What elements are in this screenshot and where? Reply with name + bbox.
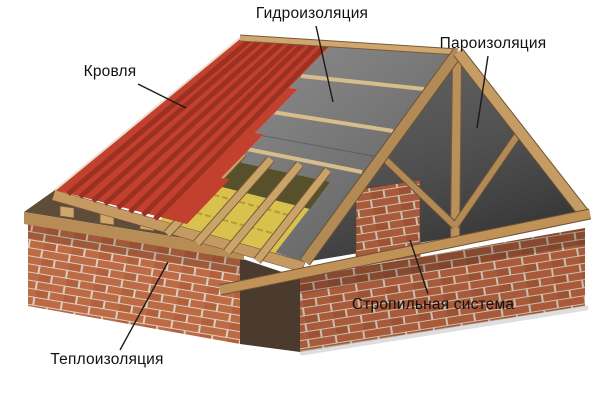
leader-line-roofing xyxy=(137,83,187,109)
ridge-board xyxy=(239,34,459,56)
right-wall-shadow xyxy=(300,228,585,294)
front-wall-shadow xyxy=(28,222,240,274)
front-wall-face xyxy=(28,222,240,344)
king-post xyxy=(450,59,462,243)
label-waterproofing: Гидроизоляция xyxy=(255,5,369,22)
label-roofing: Кровля xyxy=(83,63,137,80)
label-rafter-system: Стропильная система xyxy=(351,296,515,313)
brick-pier xyxy=(355,179,421,269)
brick-wall-right xyxy=(299,228,589,356)
wall-plate-beam xyxy=(24,212,244,260)
insulation-texture xyxy=(178,189,293,237)
leader-line-waterproofing xyxy=(315,25,334,103)
roof-left-edge xyxy=(54,37,241,191)
membrane-seam xyxy=(247,132,380,158)
gable-truss xyxy=(218,48,592,296)
red-roofing xyxy=(54,37,332,224)
leader-line-insulation xyxy=(119,261,169,351)
brick-wall-front xyxy=(28,222,240,344)
roof-battens xyxy=(231,74,425,174)
label-insulation: Теплоизоляция xyxy=(50,351,164,368)
roof-slope xyxy=(51,34,459,273)
right-wall-face xyxy=(300,228,585,352)
tie-beam xyxy=(218,208,592,296)
truss-struts xyxy=(383,133,521,229)
leader-line-vapor-barrier xyxy=(476,55,489,129)
ground-shadow xyxy=(299,305,589,356)
corrugation-stripes xyxy=(66,37,329,221)
leader-line-rafter-system xyxy=(409,239,429,295)
gable-rafter-right xyxy=(453,48,590,219)
label-vapor-barrier: Пароизоляция xyxy=(439,35,547,52)
gable-rafter-left xyxy=(300,48,463,266)
leader-lines xyxy=(119,25,489,351)
